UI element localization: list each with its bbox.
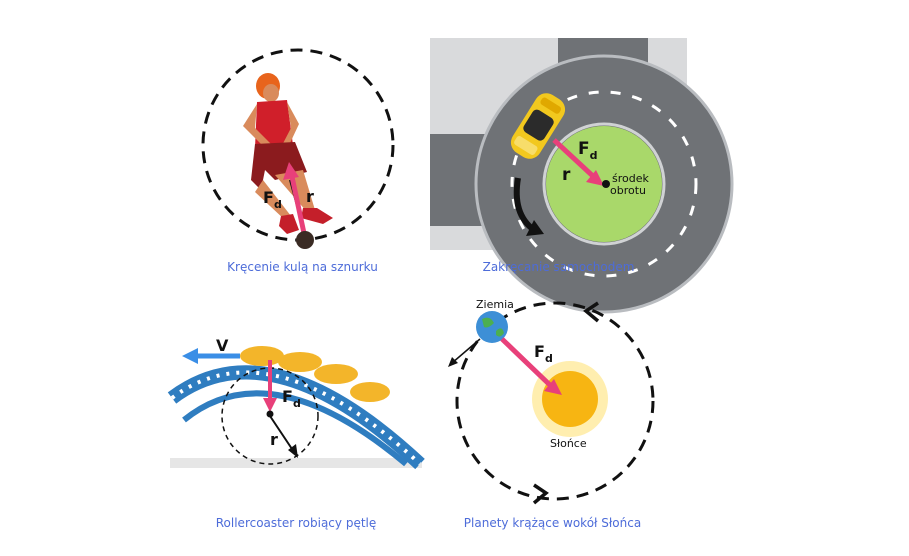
center-point — [602, 180, 610, 188]
force-label: Fd — [534, 342, 553, 365]
force-label: Fd — [578, 139, 598, 162]
center-label-line2: obrotu — [610, 184, 646, 197]
orbit-direction-arrow-bottom — [532, 483, 549, 505]
force-subscript: d — [545, 352, 553, 365]
radius-line — [269, 415, 295, 453]
car — [510, 93, 566, 159]
orbit-circle — [455, 301, 655, 501]
velocity-arrow — [451, 338, 481, 364]
panel-rollercoaster: V Fd r — [167, 330, 425, 470]
force-arrowhead — [586, 170, 604, 186]
rollercoaster-illustration: V Fd r — [167, 336, 425, 470]
panel-car-turn: Fd r środek obrotu — [430, 38, 734, 314]
force-arrow — [500, 337, 554, 389]
force-subscript: d — [590, 149, 598, 162]
ball — [296, 231, 314, 249]
center-label-line1: środek — [612, 172, 649, 185]
panel-planet-orbit: Ziemia Fd Słońce — [440, 295, 665, 507]
force-subscript: d — [293, 397, 301, 410]
sun-label: Słońce — [550, 437, 587, 450]
athlete-figure — [243, 73, 333, 234]
velocity-arrowhead — [448, 357, 458, 367]
earth-label: Ziemia — [476, 298, 514, 311]
force-label: Fd — [282, 387, 301, 410]
caption-planet: Planety krążące wokół Słońca — [463, 516, 642, 530]
force-arrowhead — [544, 379, 562, 395]
radius-label: r — [270, 430, 278, 449]
center-point — [266, 410, 274, 418]
force-subscript: d — [274, 198, 282, 211]
force-label: Fd — [263, 188, 282, 211]
velocity-arrowhead — [182, 348, 198, 364]
force-arrowhead — [263, 398, 277, 412]
orbit-direction-arrow-top — [583, 301, 600, 323]
ball-spin-illustration: Fd r — [201, 48, 395, 249]
radius-label: r — [562, 165, 571, 185]
radius-label: r — [306, 187, 314, 206]
panel-ball-spin: Fd r — [195, 40, 410, 255]
force-arrow — [552, 138, 597, 180]
caption-rollercoaster: Rollercoaster robiący pętlę — [215, 516, 377, 530]
velocity-label: V — [216, 336, 229, 355]
coaster-cars — [240, 346, 390, 402]
sun — [542, 371, 598, 427]
car-turn-illustration: Fd r środek obrotu — [430, 38, 734, 314]
caption-car: Zakręcanie samochodem — [482, 260, 635, 274]
force-arrow — [288, 171, 308, 239]
planet-orbit-illustration: Ziemia Fd Słońce — [448, 298, 655, 505]
caption-ball: Kręcenie kulą na sznurku — [227, 260, 378, 274]
force-arrowhead — [283, 162, 299, 180]
